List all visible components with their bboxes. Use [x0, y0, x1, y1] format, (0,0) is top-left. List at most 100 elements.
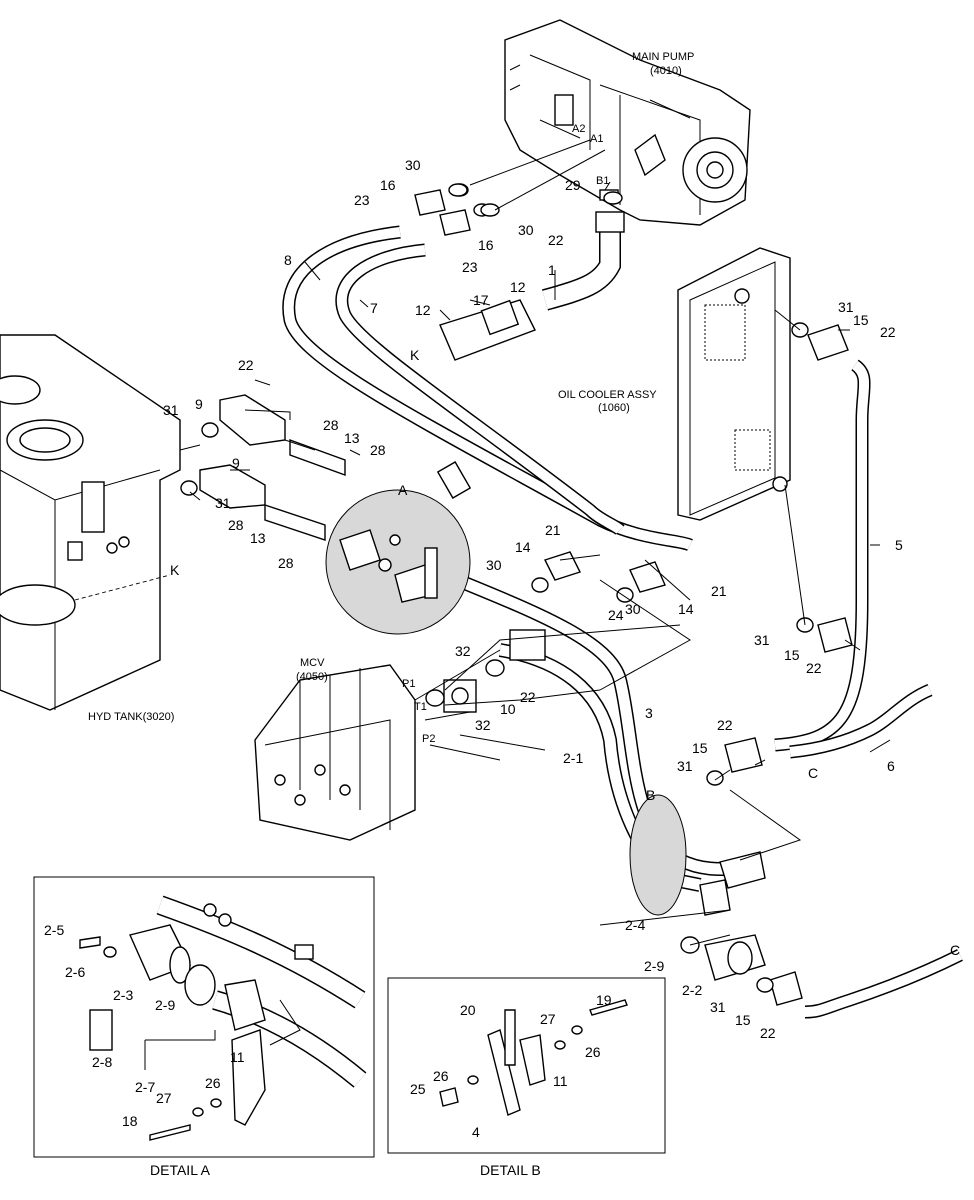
detail-b-illustration — [439, 999, 628, 1116]
callout: 22 — [760, 1025, 776, 1041]
callout: 8 — [284, 252, 292, 268]
callout: 3 — [645, 705, 653, 721]
callout: 12 — [510, 279, 526, 295]
callout: 23 — [462, 259, 478, 275]
callout: 13 — [250, 530, 266, 546]
callout: 9 — [195, 396, 203, 412]
callout: 28 — [323, 417, 339, 433]
hydraulic-tank-illustration — [0, 334, 181, 711]
callout: 14 — [515, 539, 531, 555]
callout: 15 — [853, 312, 869, 328]
callout: 2-9 — [155, 997, 175, 1013]
callout: 26 — [205, 1075, 221, 1091]
fittings — [180, 183, 853, 1006]
callout: 7 — [370, 300, 378, 316]
callout: 2-7 — [135, 1079, 155, 1095]
callout: 21 — [711, 583, 727, 599]
hose-assemblies — [282, 211, 963, 1019]
detail-b-ellipse — [629, 794, 687, 916]
callout: 30 — [518, 222, 534, 238]
callout: 2-2 — [682, 982, 702, 998]
callout: 21 — [545, 522, 561, 538]
detail-a-title: DETAIL A — [150, 1162, 211, 1178]
detail-a-box — [33, 876, 375, 1158]
callout: 2-4 — [625, 917, 645, 933]
callout: 26 — [585, 1044, 601, 1060]
callout: 18 — [122, 1113, 138, 1129]
port-label-p2: P2 — [422, 733, 435, 745]
leader-lines — [179, 139, 891, 946]
callout: 31 — [163, 402, 179, 418]
callout: 2-9 — [644, 958, 664, 974]
main-pump-illustration — [504, 19, 751, 226]
hyd-tank-label: HYD TANK(3020) — [88, 711, 174, 723]
oil-cooler-illustration — [677, 247, 791, 521]
callout: 4 — [472, 1124, 480, 1140]
callout: 32 — [455, 643, 471, 659]
callout: 12 — [415, 302, 431, 318]
callout: 28 — [370, 442, 386, 458]
callout: 25 — [410, 1081, 426, 1097]
callout: 23 — [354, 192, 370, 208]
callout: 1 — [548, 262, 556, 278]
callout: 27 — [156, 1090, 172, 1106]
detail-marker-a: A — [398, 482, 408, 498]
detail-a-illustration — [79, 895, 367, 1141]
callout: 31 — [677, 758, 693, 774]
callout-numbers: 30 16 23 29 30 16 23 22 8 7 1 17 12 12 3… — [44, 157, 903, 1140]
callout: 2-3 — [113, 987, 133, 1003]
callout: 9 — [232, 455, 240, 471]
callout: 31 — [215, 495, 231, 511]
detail-marker-c-right: C — [808, 765, 818, 781]
callout: 31 — [710, 999, 726, 1015]
callout: 10 — [500, 701, 516, 717]
oil-cooler-code: (1060) — [598, 402, 630, 414]
callout: 22 — [717, 717, 733, 733]
callout: 31 — [838, 299, 854, 315]
callout: 15 — [784, 647, 800, 663]
main-pump-label: MAIN PUMP — [632, 51, 694, 63]
callout: 30 — [625, 601, 641, 617]
callout: 16 — [478, 237, 494, 253]
callout: 20 — [460, 1002, 476, 1018]
callout: 2-5 — [44, 922, 64, 938]
callout: 6 — [887, 758, 895, 774]
callout: 17 — [473, 292, 489, 308]
callout: 11 — [553, 1073, 568, 1089]
detail-marker-b: B — [646, 787, 655, 803]
callout: 15 — [735, 1012, 751, 1028]
callout: 26 — [433, 1068, 449, 1084]
main-pump-code: (4010) — [650, 65, 682, 77]
callout: 14 — [678, 601, 694, 617]
detail-marker-k-top: K — [410, 347, 420, 363]
callout: 22 — [238, 357, 254, 373]
callout: 22 — [806, 660, 822, 676]
mcv-code: (4050) — [296, 671, 328, 683]
callout: 24 — [608, 607, 624, 623]
detail-marker-c-lower: C — [950, 942, 960, 958]
callout: 2-6 — [65, 964, 85, 980]
callout: 30 — [486, 557, 502, 573]
callout: 32 — [475, 717, 491, 733]
port-label-a1: A1 — [590, 133, 603, 145]
callout: 19 — [596, 992, 612, 1008]
detail-b-title: DETAIL B — [480, 1162, 541, 1178]
detail-a-circle-contents — [339, 529, 438, 603]
callout: 11 — [230, 1049, 245, 1065]
mcv-illustration — [254, 664, 416, 841]
callout: 22 — [548, 232, 564, 248]
mcv-label: MCV — [300, 657, 325, 669]
callout: 30 — [405, 157, 421, 173]
port-label-b1: B1 — [596, 175, 609, 187]
callout: 5 — [895, 537, 903, 553]
callout: 27 — [540, 1011, 556, 1027]
callout: 22 — [520, 689, 536, 705]
callout: 28 — [228, 517, 244, 533]
callout: 2-1 — [563, 750, 583, 766]
detail-marker-k-tank: K — [170, 562, 180, 578]
callout: 15 — [692, 740, 708, 756]
callout: 31 — [754, 632, 770, 648]
callout: 22 — [880, 324, 896, 340]
callout: 2-8 — [92, 1054, 112, 1070]
